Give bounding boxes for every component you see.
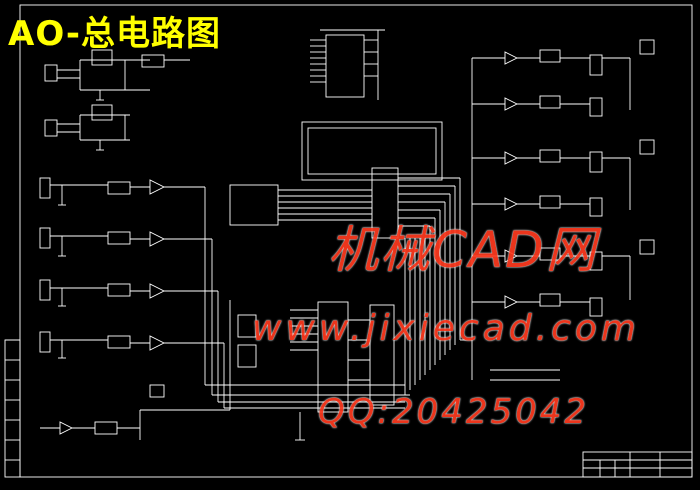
watermark-qq: QQ:20425042	[318, 392, 590, 432]
input-channel-5	[40, 300, 231, 440]
binding-margin	[4, 339, 21, 478]
drawing-frame	[19, 4, 693, 478]
input-channel-3	[39, 279, 219, 402]
power-supply-section	[44, 49, 190, 151]
title-block	[582, 451, 693, 478]
input-channel-1	[39, 177, 206, 385]
input-channel-4	[39, 331, 225, 408]
watermark-site-name: 机械CAD网	[328, 221, 598, 279]
drawing-title: AO-总电路图	[8, 14, 221, 54]
data-bus-wires	[205, 178, 461, 409]
output-channels	[460, 39, 655, 381]
top-ic-chip	[310, 29, 385, 100]
lower-ic-chips	[237, 301, 395, 441]
center-processor-block	[229, 121, 460, 239]
watermark-url: www.jixiecad.com	[252, 308, 640, 349]
input-channel-2	[39, 227, 213, 395]
